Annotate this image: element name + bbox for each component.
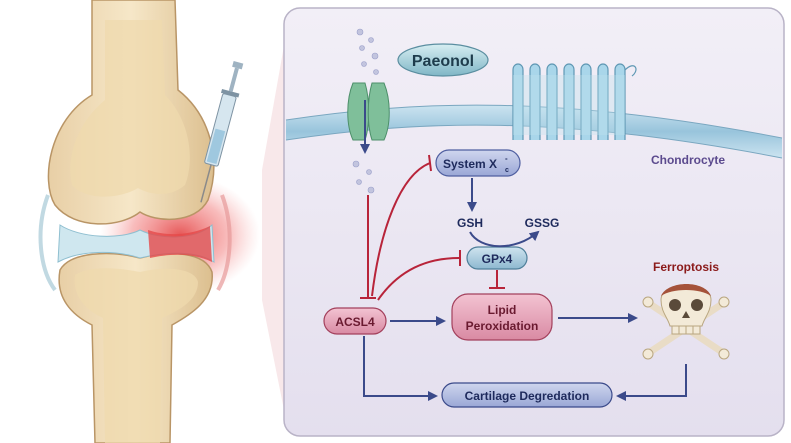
paeonol-pill [397,43,489,77]
femur-trabecular [70,20,190,197]
arrow-ferroptosis-to-cartilage [616,364,687,401]
inhibit-bar-systemx [428,154,432,172]
cartilage-degradation-pill [441,382,613,408]
paeonol-molecules [352,28,379,194]
chondrocyte-label: Chondrocyte [651,153,725,167]
lipid-label-line1: Lipid [488,303,517,317]
transmembrane-receptor-icon [512,63,626,140]
lipid-peroxidation-pill [451,293,553,341]
system-xc-subscript: c [505,167,509,174]
ion-channel-icon [347,82,390,141]
tibia-trabecular [74,268,198,443]
inhibit-acsl4-systemx [371,162,431,297]
zoom-funnel [262,40,285,415]
joint-capsule-left [38,194,57,292]
system-xc-superscript: - [505,154,508,163]
inhibition-arrows [360,154,505,301]
paeonol-label: Paeonol [412,53,474,70]
ferroptosis-label: Ferroptosis [653,260,719,274]
joint-capsule-right [216,194,232,292]
acsl4-label: ACSL4 [335,315,375,329]
knee-joint-illustration [38,0,260,443]
receptor-tail [624,65,637,77]
gssg-label: GSSG [525,216,560,230]
cartilage-label: Cartilage Degredation [465,389,590,403]
arrow-acsl4-to-cartilage [363,336,438,401]
syringe-icon [200,61,244,203]
activation-arrows [360,100,687,401]
skull-crossbones-icon [642,284,730,360]
gpx4-label: GPx4 [482,252,513,266]
arrow-gsh-to-gssg [469,230,540,248]
acsl4-pill [323,307,387,335]
lipid-label-line2: Peroxidation [466,319,539,333]
damaged-cartilage [148,226,212,262]
system-xc-label: System X [443,157,497,171]
system-xc-pill [435,149,521,177]
inhibit-acsl4-gpx4 [377,257,460,301]
gsh-label: GSH [457,216,483,230]
cell-membrane [285,104,783,159]
